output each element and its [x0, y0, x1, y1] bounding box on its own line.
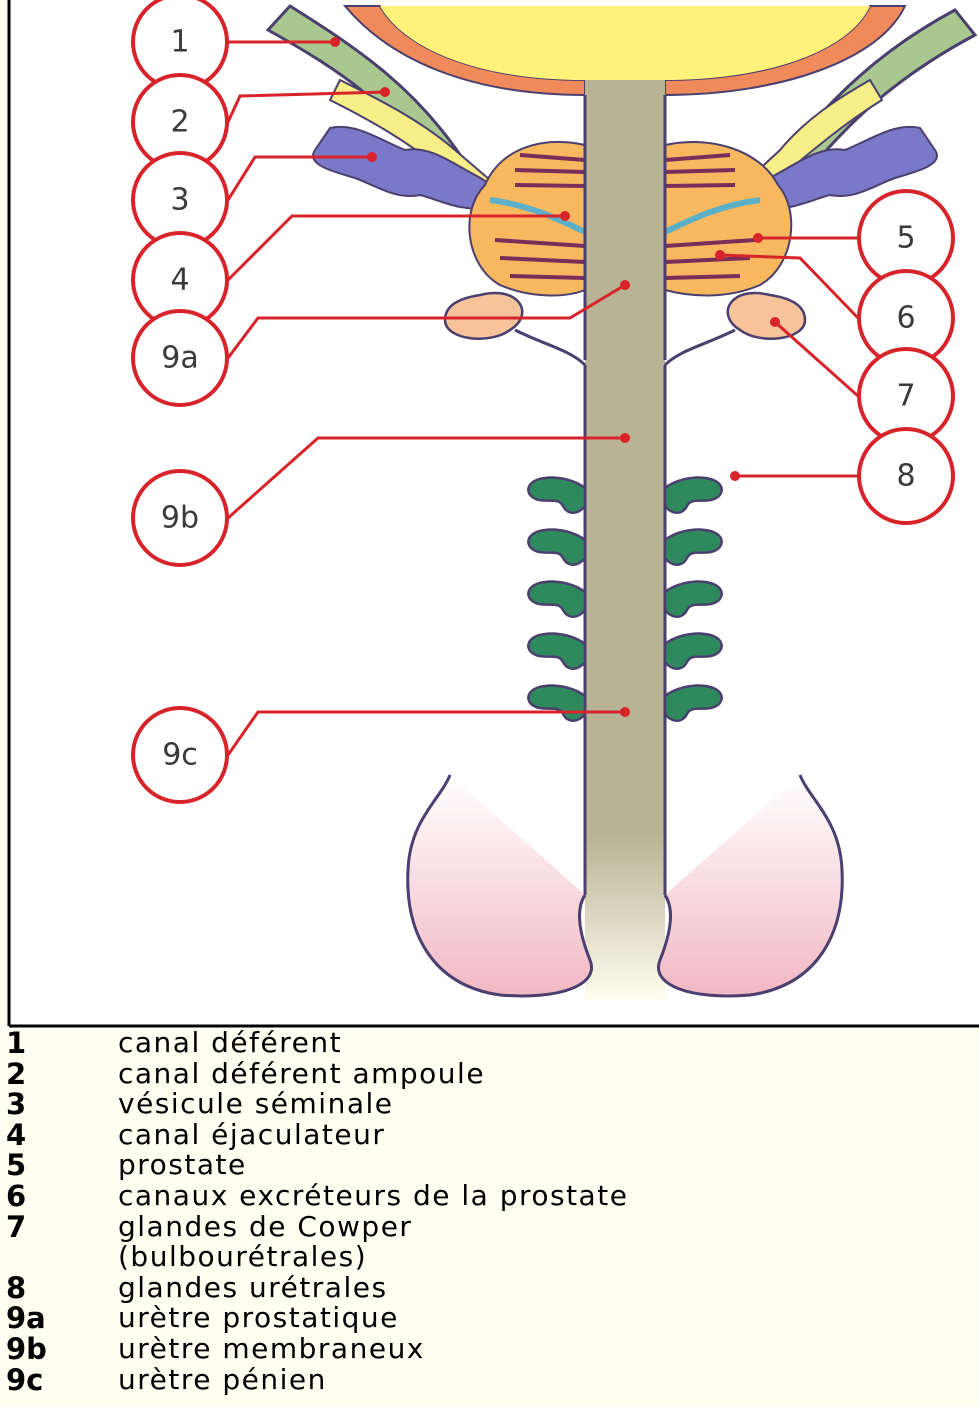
legend-label: canal déférent ampoule	[118, 1059, 485, 1090]
legend-key: 4	[6, 1120, 118, 1151]
svg-text:5: 5	[896, 221, 915, 256]
anatomy-diagram: 1 2 3 4 5 6 7 8 9a 9b 9c	[0, 0, 979, 1030]
svg-text:3: 3	[170, 183, 189, 218]
legend-key: 8	[6, 1273, 118, 1304]
svg-text:6: 6	[896, 301, 915, 336]
legend-label: canal éjaculateur	[118, 1120, 385, 1151]
svg-text:8: 8	[896, 459, 915, 494]
svg-text:4: 4	[170, 263, 189, 298]
legend-label: prostate	[118, 1150, 247, 1181]
legend-key: 9a	[6, 1303, 118, 1334]
legend-label: urètre membraneux	[118, 1334, 425, 1365]
legend-label: glandes de Cowper (bulbourétrales)	[118, 1212, 412, 1273]
legend-label: urètre pénien	[118, 1365, 327, 1396]
callout-8: 8	[859, 429, 953, 523]
svg-text:9b: 9b	[161, 501, 199, 536]
legend-label: canal déférent	[118, 1028, 342, 1059]
legend-key: 1	[6, 1028, 118, 1059]
legend-key: 7	[6, 1212, 118, 1243]
legend-key: 9c	[6, 1365, 118, 1396]
callout-9a: 9a	[133, 311, 227, 405]
callout-9b: 9b	[133, 471, 227, 565]
legend-label: canaux excréteurs de la prostate	[118, 1181, 628, 1212]
legend-key: 9b	[6, 1334, 118, 1365]
legend-key: 6	[6, 1181, 118, 1212]
svg-text:2: 2	[170, 105, 189, 140]
legend-label: vésicule séminale	[118, 1089, 394, 1120]
urethra	[585, 80, 665, 1000]
legend-key: 2	[6, 1059, 118, 1090]
svg-text:1: 1	[170, 25, 189, 60]
legend-key: 5	[6, 1150, 118, 1181]
svg-text:9a: 9a	[161, 341, 198, 376]
legend-key: 3	[6, 1089, 118, 1120]
svg-text:7: 7	[896, 379, 915, 414]
svg-text:9c: 9c	[162, 738, 198, 773]
legend-label: urètre prostatique	[118, 1303, 399, 1334]
callout-9c: 9c	[133, 708, 227, 802]
legend-label: glandes urétrales	[118, 1273, 388, 1304]
